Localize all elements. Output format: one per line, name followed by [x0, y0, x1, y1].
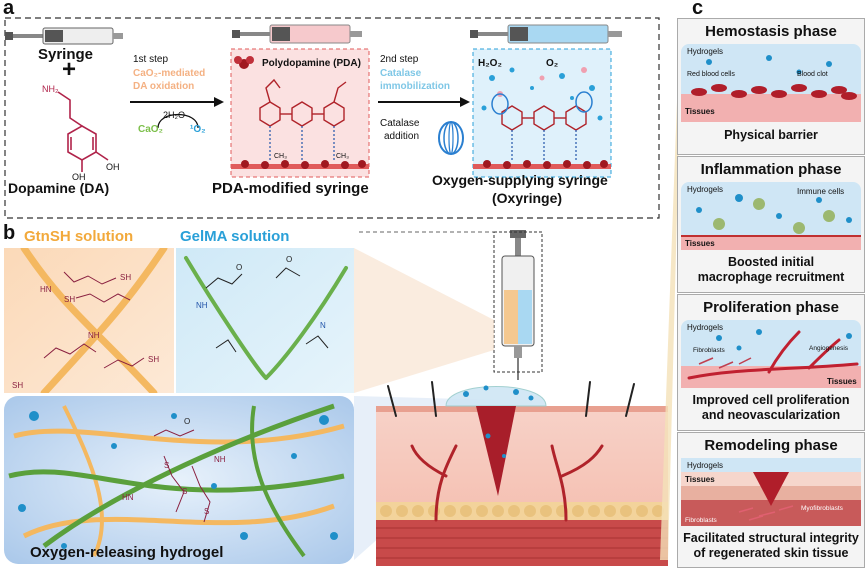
h2o-label: 2H₂O [163, 110, 185, 120]
phase-caption-remodeling-2: of regenerated skin tissue [693, 546, 849, 560]
gtnsh-sh-4: SH [148, 355, 159, 364]
dopamine-oh-1: OH [72, 172, 86, 180]
pda-ch3-2: CH₃ [336, 153, 349, 160]
catalase-line2: addition [384, 131, 420, 142]
remodeling-myofibroblasts-label: Myofibroblasts [801, 505, 844, 512]
phase-card-remodeling: Remodeling phase Hydrogels Tissues Fibro… [677, 432, 865, 568]
panel-c-letter: c [692, 0, 704, 19]
catalase-icon [438, 121, 464, 155]
dopamine-label: Dopamine (DA) [8, 180, 110, 196]
hydrogel-s-3: S [204, 507, 209, 516]
proliferation-tissues-label: Tissues [827, 377, 857, 386]
step1-desc-1: CaO₂-mediated [133, 68, 206, 79]
phase-title-proliferation: Proliferation phase [703, 299, 839, 316]
inflammation-hydrogels-label: Hydrogels [687, 185, 723, 194]
syringe-pink-icon [232, 24, 362, 44]
hydrogel-hn: HN [122, 493, 134, 502]
oxyringe-line1: Oxygen-supplying syringe [432, 172, 608, 188]
dopamine-oh-2: OH [106, 162, 120, 172]
inflammation-immune-label: Immune cells [797, 187, 844, 196]
cao2-label: CaO₂ [138, 124, 164, 135]
syringe-grey-icon [5, 27, 123, 45]
phase-caption-hemostasis-1: Physical barrier [724, 128, 818, 142]
hydrogel-nh: NH [214, 455, 226, 464]
h2o2-label: H₂O₂ [478, 58, 502, 69]
hydrogel-o: O [184, 417, 190, 426]
phase-caption-inflammation-1: Boosted initial [727, 255, 815, 269]
gtnsh-hn: HN [40, 285, 52, 294]
panel-c-connector [660, 20, 682, 560]
gtnsh-nh: NH [88, 331, 100, 340]
dopamine-nh2: NH₂ [42, 84, 59, 94]
pda-syringe-label: PDA-modified syringe [212, 180, 369, 197]
oxyringe-line2: (Oxyringe) [492, 190, 563, 206]
pda-surface-box: CH₃ CH₃ [230, 48, 370, 178]
phase-card-hemostasis: Hemostasis phase Hydrogels Red blood cel… [677, 18, 865, 155]
phase-caption-inflammation-2: macrophage recruitment [697, 270, 845, 284]
phase-title-hemostasis: Hemostasis phase [705, 23, 837, 40]
hemostasis-hydrogels-label: Hydrogels [687, 47, 723, 56]
hydrogel-s-2: S [182, 487, 187, 496]
gelma-box: O O NH N [176, 248, 354, 393]
pda-legend-label: Polydopamine (PDA) [262, 58, 361, 69]
gtnsh-box: SH SH SH SH HN NH [4, 248, 174, 393]
step1-arrow-icon [130, 97, 224, 129]
gelma-o-2: O [286, 255, 292, 264]
step2-desc-2: immobilization [380, 81, 450, 92]
gelma-o-1: O [236, 263, 242, 272]
gtnsh-sh-1: SH [120, 273, 131, 282]
hemostasis-rbc-label: Red blood cells [687, 71, 735, 78]
proliferation-fibroblasts-label: Fibroblasts [693, 347, 726, 354]
phase-caption-remodeling-1: Facilitated structural integrity [683, 531, 859, 545]
gtnsh-label: GtnSH solution [24, 228, 134, 245]
phase-card-proliferation: Proliferation phase Hydrogels Fibroblast… [677, 294, 865, 431]
phase-illustration-remodeling: Hydrogels Tissues Fibroblasts Myofibrobl… [681, 458, 861, 526]
gelma-label: GelMA solution [180, 228, 290, 245]
phase-card-inflammation: Inflammation phase Hydrogels Immune cell… [677, 156, 865, 293]
gtnsh-sh-3: SH [12, 381, 23, 390]
hydrogel-label: Oxygen-releasing hydrogel [30, 544, 224, 561]
phase-illustration-proliferation: Hydrogels Fibroblasts Angiogenesis Tissu… [681, 320, 861, 388]
step2-arrow-icon [378, 97, 470, 107]
phase-caption-proliferation-1: Improved cell proliferation [692, 393, 850, 407]
hydrogel-s-1: S [164, 461, 169, 470]
gelma-nh: NH [196, 301, 208, 310]
step2-desc-1: Catalase [380, 68, 422, 79]
o2-byproduct-label: ¹O₂ [190, 124, 206, 135]
gelma-n: N [320, 321, 326, 330]
gtnsh-sh-2: SH [64, 295, 75, 304]
step1-label: 1st step [133, 54, 169, 65]
remodeling-fibroblasts-label: Fibroblasts [685, 517, 718, 524]
remodeling-hydrogels-label: Hydrogels [687, 461, 723, 470]
step1-desc-2: DA oxidation [133, 81, 195, 92]
dopamine-molecule: NH₂ OH OH [42, 84, 120, 180]
panel-a-letter: a [3, 0, 15, 19]
phase-illustration-hemostasis: Hydrogels Red blood cells Blood clot Tis… [681, 44, 861, 122]
syringe-blue-icon [470, 24, 622, 44]
proliferation-hydrogels-label: Hydrogels [687, 323, 723, 332]
central-syringe-icon [493, 230, 543, 380]
hydrogel-network-box: S S S HN NH O [4, 396, 354, 564]
step2-label: 2nd step [380, 54, 419, 65]
remodeling-tissues-label: Tissues [685, 475, 715, 484]
plus-sign: + [62, 56, 77, 83]
syringe-label: Syringe [38, 46, 94, 63]
inflammation-tissues-label: Tissues [685, 239, 715, 248]
panel-b-letter: b [3, 222, 16, 244]
hemostasis-clot-label: Blood clot [797, 71, 828, 78]
phase-caption-proliferation-2: and neovascularization [701, 408, 841, 422]
proliferation-angiogenesis-label: Angiogenesis [809, 345, 849, 352]
phase-title-remodeling: Remodeling phase [704, 437, 838, 454]
o2-label: O₂ [546, 58, 559, 69]
phase-illustration-inflammation: Hydrogels Immune cells Tissues [681, 182, 861, 250]
pda-ch3-1: CH₃ [274, 153, 287, 160]
hemostasis-tissues-label: Tissues [685, 107, 715, 116]
skin-section [376, 381, 668, 566]
catalase-line1: Catalase [380, 118, 420, 129]
oxyringe-surface-box [472, 48, 612, 178]
phase-title-inflammation: Inflammation phase [700, 161, 842, 178]
